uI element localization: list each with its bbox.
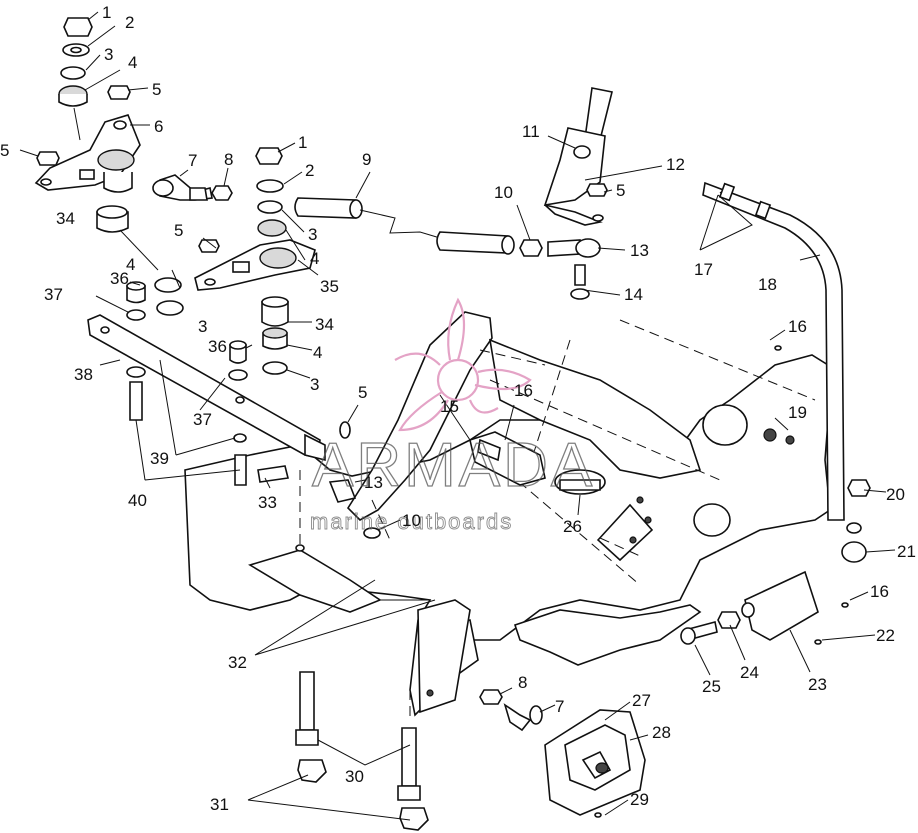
part-label: 37 (193, 410, 212, 429)
part-label: 22 (876, 626, 895, 645)
part-label: 25 (702, 677, 721, 696)
part-label: 28 (652, 723, 671, 742)
lower-link-bar (87, 277, 381, 539)
part-label: 8 (518, 673, 527, 692)
part-label: 3 (308, 225, 317, 244)
part-label: 4 (310, 249, 319, 268)
part-label: 35 (320, 277, 339, 296)
part-number-labels: 1 2 3 4 5 5 6 7 8 1 2 3 4 9 10 11 12 5 1… (0, 3, 916, 814)
part-label: 24 (740, 663, 759, 682)
part-label: 33 (258, 493, 277, 512)
swivel-bracket-frame (184, 311, 831, 717)
part-label: 30 (345, 767, 364, 786)
part-label: 11 (522, 122, 540, 141)
part-label: 16 (870, 582, 889, 601)
part-label: 5 (152, 80, 161, 99)
part-label: 7 (188, 151, 197, 170)
part-label: 38 (74, 365, 93, 384)
part-label: 26 (563, 517, 582, 536)
part-label: 16 (788, 317, 807, 336)
tiller-tube (702, 181, 871, 563)
part-label: 6 (154, 117, 163, 136)
part-label: 9 (362, 150, 371, 169)
steering-rod (294, 197, 601, 300)
part-label: 14 (624, 285, 643, 304)
part-label: 5 (358, 383, 367, 402)
part-label: 21 (897, 542, 916, 561)
part-label: 32 (228, 653, 247, 672)
part-label: 16 (514, 381, 533, 400)
part-label: 4 (128, 53, 137, 72)
part-label: 2 (125, 13, 134, 32)
upper-left-link-assembly (34, 17, 233, 233)
part-label: 2 (305, 161, 314, 180)
part-label: 7 (555, 697, 564, 716)
part-label: 34 (56, 209, 75, 228)
part-label: 3 (310, 375, 319, 394)
part-label: 4 (126, 255, 135, 274)
part-label: 23 (808, 675, 827, 694)
part-label: 1 (102, 3, 111, 22)
part-label: 20 (886, 485, 905, 504)
part-label: 5 (0, 141, 9, 160)
part-label: 3 (104, 45, 113, 64)
part-label: 29 (630, 790, 649, 809)
center-link-assembly (194, 147, 316, 375)
part-label: 15 (440, 397, 459, 416)
part-label: 27 (632, 691, 651, 710)
part-label: 36 (208, 337, 227, 356)
leader-lines (19, 11, 896, 821)
part-label: 39 (150, 449, 169, 468)
center-clamp (469, 431, 606, 495)
part-label: 40 (128, 491, 147, 510)
part-label: 1 (298, 133, 307, 152)
part-label: 17 (694, 260, 713, 279)
part-label: 8 (224, 150, 233, 169)
bottom-bolts (295, 671, 429, 831)
part-label: 12 (666, 155, 685, 174)
part-label: 5 (174, 221, 183, 240)
part-label: 10 (494, 183, 513, 202)
part-label: 10 (402, 511, 421, 530)
part-label: 5 (616, 181, 625, 200)
lower-right-mounts (479, 570, 819, 816)
part-label: 4 (313, 343, 322, 362)
tiller-bracket (543, 87, 613, 226)
part-label: 37 (44, 285, 63, 304)
part-label: 34 (315, 315, 334, 334)
part-label: 13 (364, 473, 383, 492)
part-label: 36 (110, 269, 129, 288)
part-label: 31 (210, 795, 229, 814)
part-label: 19 (788, 403, 807, 422)
part-label: 13 (630, 241, 649, 260)
watermark-title: ARMADA (312, 431, 595, 500)
small-fasteners (295, 345, 849, 818)
watermark-subtitle: marine outboards (310, 509, 513, 534)
part-label: 18 (758, 275, 777, 294)
part-label: 3 (198, 317, 207, 336)
armada-logo: ARMADA marine outboards (310, 297, 595, 534)
propeller-logo-icon (394, 297, 532, 432)
